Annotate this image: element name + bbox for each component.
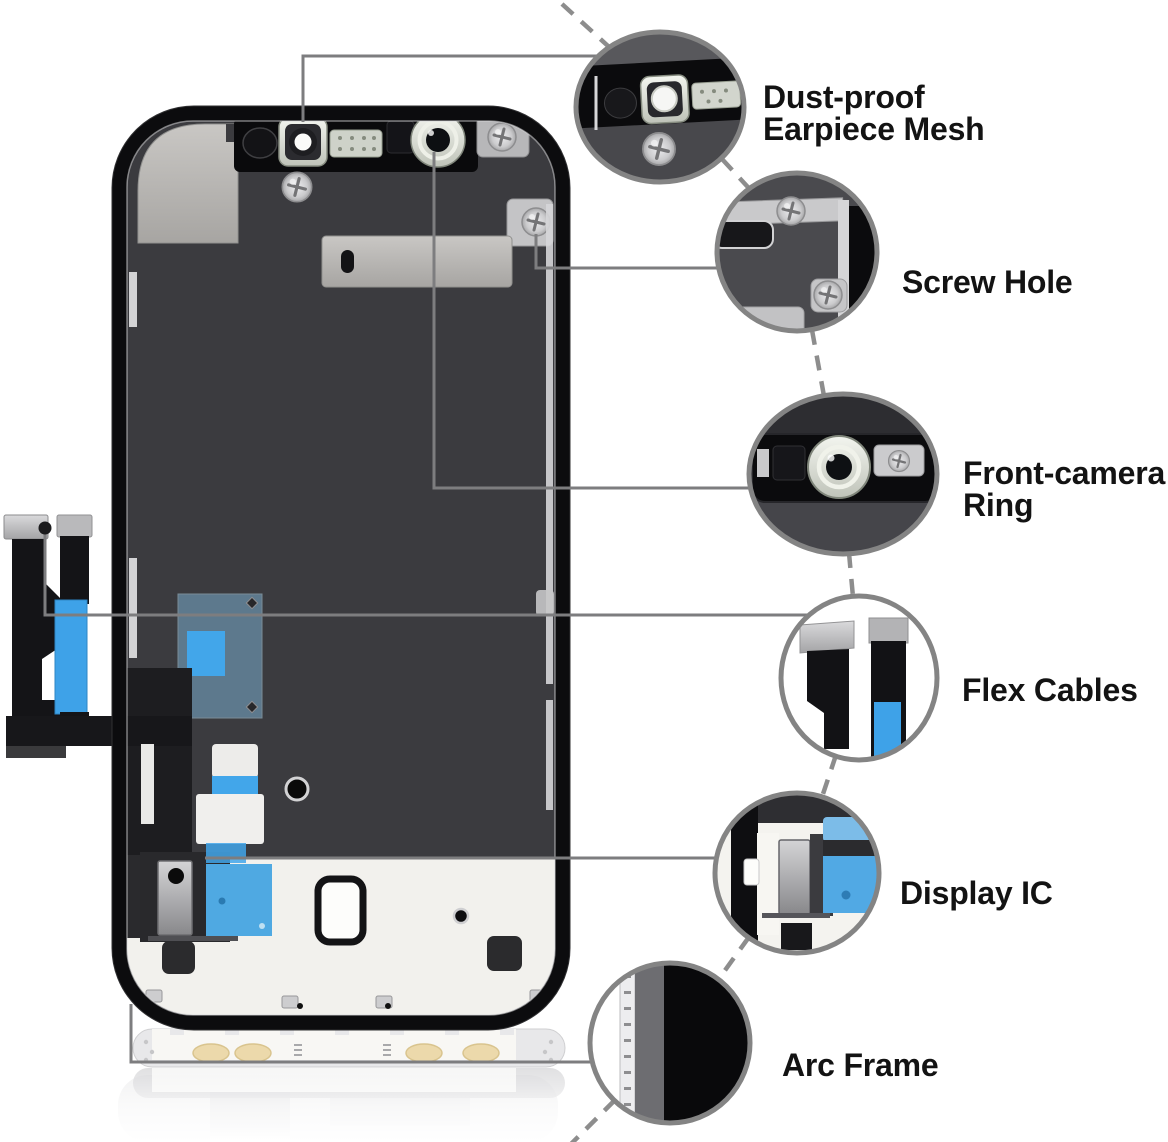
flex-ribbon-outer: [12, 539, 120, 746]
leader-flex-cables: [43, 530, 809, 617]
screw-hole-target: [520, 206, 552, 238]
label-line: Dust-proof: [763, 79, 925, 115]
screw-top-center: [280, 170, 314, 204]
dashed-connectors: [560, 2, 856, 1142]
callout-circle-arc-frame: [587, 960, 753, 1126]
callout-circle-front-camera-ring: [746, 391, 940, 557]
proximity-sensor: [386, 121, 415, 154]
plate-hole: [284, 776, 310, 802]
callout-circle-display-ic: [712, 790, 882, 956]
callout-label-flex-cables: Flex Cables: [962, 674, 1138, 706]
display-ic-chip: [157, 860, 193, 936]
leader-arc-frame: [129, 1004, 592, 1064]
bottom-flex-strip: [132, 1028, 566, 1068]
label-line: Display IC: [900, 875, 1053, 911]
flex-connector-tip-inner: [56, 514, 93, 538]
screw-top-right: [486, 121, 518, 153]
callout-label-arc-frame: Arc Frame: [782, 1049, 939, 1081]
label-line: Ring: [963, 487, 1034, 523]
microphone: [242, 127, 278, 159]
earpiece-assembly: [234, 121, 478, 172]
callout-circle-flex-cables: [778, 593, 940, 763]
gold-contact-pads: [192, 1043, 500, 1063]
callout-label-display-ic: Display IC: [900, 877, 1053, 909]
flex-cables-assembly: [3, 514, 127, 758]
flex-ribbon-inner: [60, 536, 89, 604]
callout-label-screw-hole: Screw Hole: [902, 266, 1073, 298]
top-left-shield-plate: [137, 123, 239, 244]
callout-label-dust-proof-earpiece-mesh: Dust-proof Earpiece Mesh: [763, 81, 985, 145]
flex-blue-tape: [54, 599, 88, 715]
label-line: Screw Hole: [902, 264, 1073, 300]
earpiece-mesh: [329, 129, 383, 158]
callout-label-front-camera-ring: Front-camera Ring: [963, 457, 1165, 521]
leader-earpiece-mesh: [301, 54, 599, 122]
leader-front-camera: [432, 152, 750, 490]
home-flex-cutout: [314, 875, 367, 946]
label-line: Flex Cables: [962, 672, 1138, 708]
leader-screw-hole: [534, 234, 720, 270]
phone-assembly: [111, 105, 571, 1031]
leader-lines: [43, 54, 809, 1064]
front-camera: [410, 121, 466, 168]
label-line: Earpiece Mesh: [763, 111, 985, 147]
right-edge-strips: [546, 204, 553, 810]
label-line: Arc Frame: [782, 1047, 939, 1083]
phone-reflection: [80, 1062, 600, 1142]
label-line: Front-camera: [963, 455, 1166, 491]
callout-circle-screw-hole: [714, 170, 880, 334]
leader-anchor-dot: [38, 521, 52, 535]
phone-internals: [127, 121, 555, 1015]
upper-shield-strip: [321, 235, 513, 288]
